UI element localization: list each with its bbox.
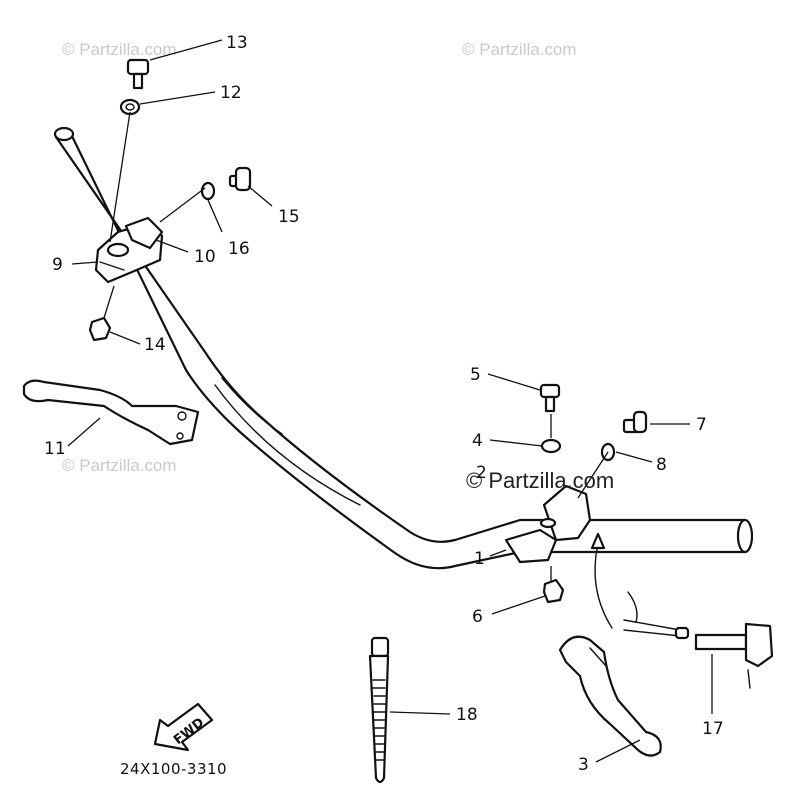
callout-1: 1 xyxy=(474,549,485,569)
watermark-center: © Partzilla.com xyxy=(466,468,614,493)
part-17-switch-assembly xyxy=(623,591,774,689)
watermark-top-right: © Partzilla.com xyxy=(462,40,577,59)
part-16-washer xyxy=(200,181,216,201)
watermark-top-left: © Partzilla.com xyxy=(62,40,177,59)
part-7-screw xyxy=(622,410,648,434)
part-11-lever xyxy=(22,379,200,446)
callout-13: 13 xyxy=(226,33,248,53)
callout-8: 8 xyxy=(656,455,667,475)
callout-11: 11 xyxy=(44,439,66,459)
callout-17: 17 xyxy=(702,719,724,739)
callout-9: 9 xyxy=(52,255,63,275)
callout-12: 12 xyxy=(220,83,242,103)
callout-18: 18 xyxy=(456,705,478,725)
part-13-bolt xyxy=(126,58,150,90)
part-4-washer xyxy=(540,438,562,454)
callout-5: 5 xyxy=(470,365,481,385)
fwd-arrow: FWD xyxy=(153,702,214,752)
part-6-nut xyxy=(542,578,565,604)
diagram-code: 24X100-3310 xyxy=(120,760,227,778)
part-14-nut xyxy=(88,316,112,342)
callout-7: 7 xyxy=(696,415,707,435)
part-18-cable-band xyxy=(368,636,390,784)
install-arrow xyxy=(594,543,613,629)
left-holder xyxy=(94,216,164,284)
callout-6: 6 xyxy=(472,607,483,627)
leader-lines xyxy=(67,39,713,763)
callout-15: 15 xyxy=(278,207,300,227)
part-3-lever xyxy=(558,635,662,757)
callout-2: 2 xyxy=(476,463,487,483)
watermark-mid-left: © Partzilla.com xyxy=(62,456,177,475)
part-5-bolt xyxy=(539,383,561,413)
callout-3: 3 xyxy=(578,755,589,775)
callout-10: 10 xyxy=(194,247,216,267)
callout-16: 16 xyxy=(228,239,250,259)
callout-labels: 13 12 15 16 10 9 14 11 5 4 2 7 8 1 6 3 1… xyxy=(44,33,724,775)
part-12-washer xyxy=(119,98,141,116)
callout-14: 14 xyxy=(144,335,166,355)
callout-4: 4 xyxy=(472,431,483,451)
part-15-screw xyxy=(228,166,252,192)
right-holder xyxy=(504,484,592,564)
